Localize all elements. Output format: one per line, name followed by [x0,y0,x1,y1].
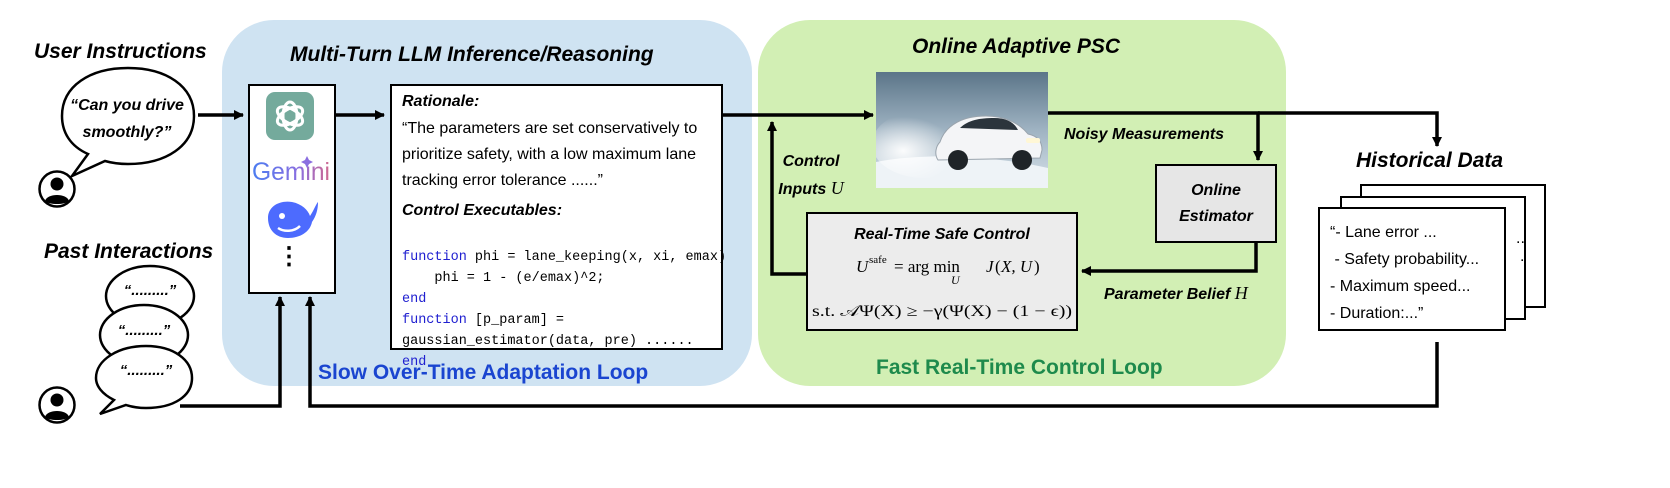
more-models-icon: ⋮ [277,243,301,270]
slow-loop-label: Slow Over-Time Adaptation Loop [318,361,649,384]
code-text: gaussian_estimator(data, pre) ...... [402,334,694,349]
past-user-avatar-icon [38,386,76,424]
code-text: [p_param] = [466,313,565,328]
fast-loop-label: Fast Real-Time Control Loop [876,356,1163,379]
parameter-belief-symbol: H [1234,283,1248,303]
control-inputs-text: Control Inputs [778,153,840,198]
llm-panel-title: Multi-Turn LLM Inference/Reasoning [290,43,654,66]
user-speech-bubble [60,66,196,178]
historical-line: - Safety probability... [1330,251,1480,268]
chatgpt-logo-icon [266,92,314,140]
code-line: function [p_param] = [402,310,726,331]
safe-control-box: Real-Time Safe Control [806,212,1078,331]
user-instructions-title: User Instructions [34,40,207,63]
svg-text:X, U: X, U [1000,257,1034,276]
control-inputs-symbol: U [830,178,844,198]
control-code-block: function phi = lane_keeping(x, xi, emax)… [402,226,726,394]
arrow-historical-to-llm [305,296,1439,408]
gemini-logo-icon: Gemini [252,156,330,186]
rationale-box [390,84,723,350]
parameter-belief-text: Parameter Belief [1104,286,1231,303]
historical-back-fragment-2: . [1520,248,1525,265]
user-avatar-icon [38,170,76,208]
code-line: phi = 1 - (e/emax)^2; [402,268,726,289]
historical-line: - Maximum speed... [1330,278,1471,295]
svg-text:): ) [1034,257,1040,276]
rationale-text: “The parameters are set conservatively t… [402,120,698,189]
code-line: function phi = lane_keeping(x, xi, emax) [402,247,726,268]
arrow-parameter-belief [1081,243,1258,276]
svg-text:= arg min: = arg min [894,257,960,276]
past-bubble-text-2: “.........” [117,322,171,339]
code-line: end [402,289,726,310]
rationale-label: Rationale: [402,93,480,110]
historical-line: - Duration:...” [1330,305,1424,322]
code-keyword: end [402,355,427,370]
code-keyword: end [402,292,427,307]
historical-back-fragment-1: .. [1516,230,1525,247]
svg-text:J: J [986,257,995,276]
code-keyword: function [402,313,467,328]
past-bubble-text-1: “.........” [123,282,177,299]
past-bubble-3 [94,344,194,416]
safe-control-equations: U safe = arg min U J ( X, U ) s.t. 𝒜Ψ(X)… [812,254,1072,320]
past-interaction-bubbles [94,264,196,416]
svg-text:U: U [856,257,870,276]
svg-text:Gemini: Gemini [252,158,330,186]
noisy-measurements-label: Noisy Measurements [1064,126,1225,143]
control-inputs-label: Control Inputs U [775,148,847,203]
historical-card-front: “- Lane error ... - Safety probability..… [1318,207,1506,331]
code-keyword: function [402,250,467,265]
code-text: phi = lane_keeping(x, xi, emax) [466,250,727,265]
svg-text:s.t. 𝒜Ψ(X) ≥ −γ(Ψ(X) − (1 − ϵ: s.t. 𝒜Ψ(X) ≥ −γ(Ψ(X) − (1 − ϵ)) [812,303,1072,320]
svg-text:(: ( [995,257,1001,276]
historical-data-title: Historical Data [1356,149,1504,172]
online-estimator-box: Online Estimator [1155,164,1277,243]
online-estimator-label: Online Estimator [1179,182,1253,225]
svg-text:safe: safe [869,254,887,266]
historical-line: “- Lane error ... [1330,224,1437,241]
arrow-control-inputs [767,121,806,276]
parameter-belief-label: Parameter Belief H [1104,283,1248,304]
svg-text:U: U [951,273,961,287]
arrow-car-to-historical [1258,111,1442,147]
past-bubble-text-3: “.........” [119,362,173,379]
control-executables-label: Control Executables: [402,202,563,219]
deepseek-logo-icon [268,201,318,238]
car-snow-image [876,72,1048,188]
psc-panel-title: Online Adaptive PSC [912,35,1121,58]
code-line: end [402,352,726,373]
code-text: phi = 1 - (e/emax)^2; [402,271,605,286]
past-interactions-title: Past Interactions [44,240,214,263]
user-quote: “Can you drive smoothly?” [70,97,184,141]
safe-control-title: Real-Time Safe Control [854,226,1030,243]
arrow-past-to-llm [180,296,285,408]
code-line: gaussian_estimator(data, pre) ...... [402,331,726,352]
